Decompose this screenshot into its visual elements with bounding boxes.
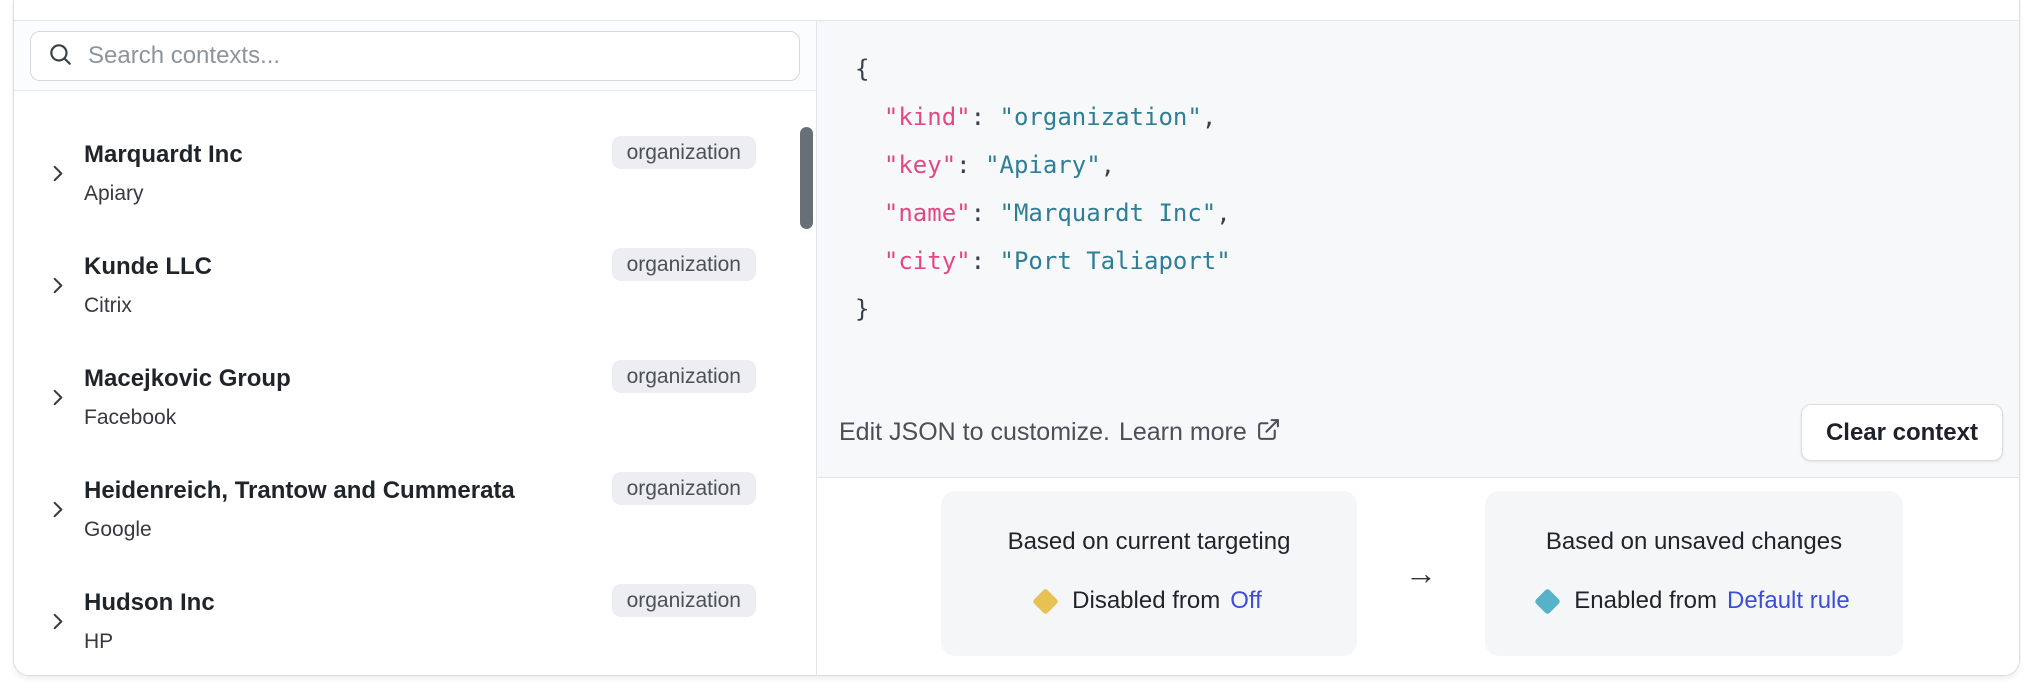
- context-kind-badge: organization: [611, 135, 756, 169]
- off-rule-link[interactable]: Off: [1230, 587, 1262, 614]
- context-key: Facebook: [84, 406, 177, 429]
- context-name: Macejkovic Group: [84, 365, 291, 392]
- card-status: Disabled from Off: [1032, 587, 1262, 615]
- search-input[interactable]: [86, 41, 783, 71]
- context-name: Marquardt Inc: [84, 141, 243, 168]
- evaluation-results: Based on current targeting Disabled from…: [817, 478, 2019, 675]
- context-json-editor[interactable]: { "kind": "organization", "key": "Apiary…: [855, 55, 1231, 323]
- json-footer: Edit JSON to customize. Learn more: [817, 404, 2019, 477]
- bordered-container: Marquardt Inc Apiary organization Kunde …: [13, 0, 2020, 676]
- context-kind-badge: organization: [611, 583, 756, 617]
- clear-context-button[interactable]: Clear context: [1800, 404, 2003, 461]
- variation-diamond-icon: [1032, 587, 1060, 615]
- status-text: Enabled from: [1574, 587, 1717, 614]
- main-split: Marquardt Inc Apiary organization Kunde …: [14, 21, 2019, 675]
- chevron-right-icon[interactable]: [38, 386, 84, 409]
- card-status: Enabled from Default rule: [1534, 587, 1850, 615]
- context-list-item[interactable]: Heidenreich, Trantow and Cummerata Googl…: [14, 453, 816, 565]
- context-list-item[interactable]: Hudson Inc HP organization: [14, 565, 816, 675]
- context-key: HP: [84, 630, 114, 653]
- context-list: Marquardt Inc Apiary organization Kunde …: [14, 91, 816, 675]
- search-box[interactable]: [30, 31, 800, 81]
- context-name: Heidenreich, Trantow and Cummerata: [84, 477, 515, 504]
- variation-diamond-icon: [1534, 587, 1562, 615]
- chevron-right-icon[interactable]: [38, 610, 84, 633]
- default-rule-link[interactable]: Default rule: [1727, 587, 1850, 614]
- context-list-item[interactable]: Macejkovic Group Facebook organization: [14, 341, 816, 453]
- context-list-item[interactable]: Marquardt Inc Apiary organization: [14, 117, 816, 229]
- context-kind-badge: organization: [611, 359, 756, 393]
- context-list-panel: Marquardt Inc Apiary organization Kunde …: [14, 21, 817, 675]
- search-icon: [47, 41, 73, 72]
- search-section: [14, 21, 816, 91]
- scrollbar-thumb[interactable]: [800, 127, 813, 229]
- status-text: Disabled from: [1072, 587, 1221, 614]
- chevron-right-icon[interactable]: [38, 274, 84, 297]
- unsaved-changes-card: Based on unsaved changes Enabled from De…: [1485, 491, 1903, 656]
- chevron-right-icon[interactable]: [38, 162, 84, 185]
- card-title: Based on current targeting: [1007, 528, 1291, 555]
- context-json-section: { "kind": "organization", "key": "Apiary…: [817, 21, 2019, 478]
- context-key: Apiary: [84, 182, 144, 205]
- context-kind-badge: organization: [611, 247, 756, 281]
- context-detail-panel: { "kind": "organization", "key": "Apiary…: [817, 21, 2019, 675]
- arrow-right-icon: →: [1405, 555, 1437, 591]
- context-name: Kunde LLC: [84, 253, 212, 280]
- edit-json-hint: Edit JSON to customize. Learn more: [839, 417, 1281, 449]
- card-title: Based on unsaved changes: [1545, 528, 1843, 555]
- external-link-icon: [1256, 417, 1281, 449]
- context-key: Google: [84, 518, 152, 541]
- learn-more-link[interactable]: Learn more: [1119, 417, 1281, 449]
- current-targeting-card: Based on current targeting Disabled from…: [941, 491, 1357, 656]
- chevron-right-icon[interactable]: [38, 498, 84, 521]
- context-name: Hudson Inc: [84, 589, 215, 616]
- context-list-item[interactable]: Kunde LLC Citrix organization: [14, 229, 816, 341]
- context-kind-badge: organization: [611, 471, 756, 505]
- edit-json-text: Edit JSON to customize.: [839, 418, 1110, 446]
- context-key: Citrix: [84, 294, 132, 317]
- top-divider-strip: [14, 0, 2019, 21]
